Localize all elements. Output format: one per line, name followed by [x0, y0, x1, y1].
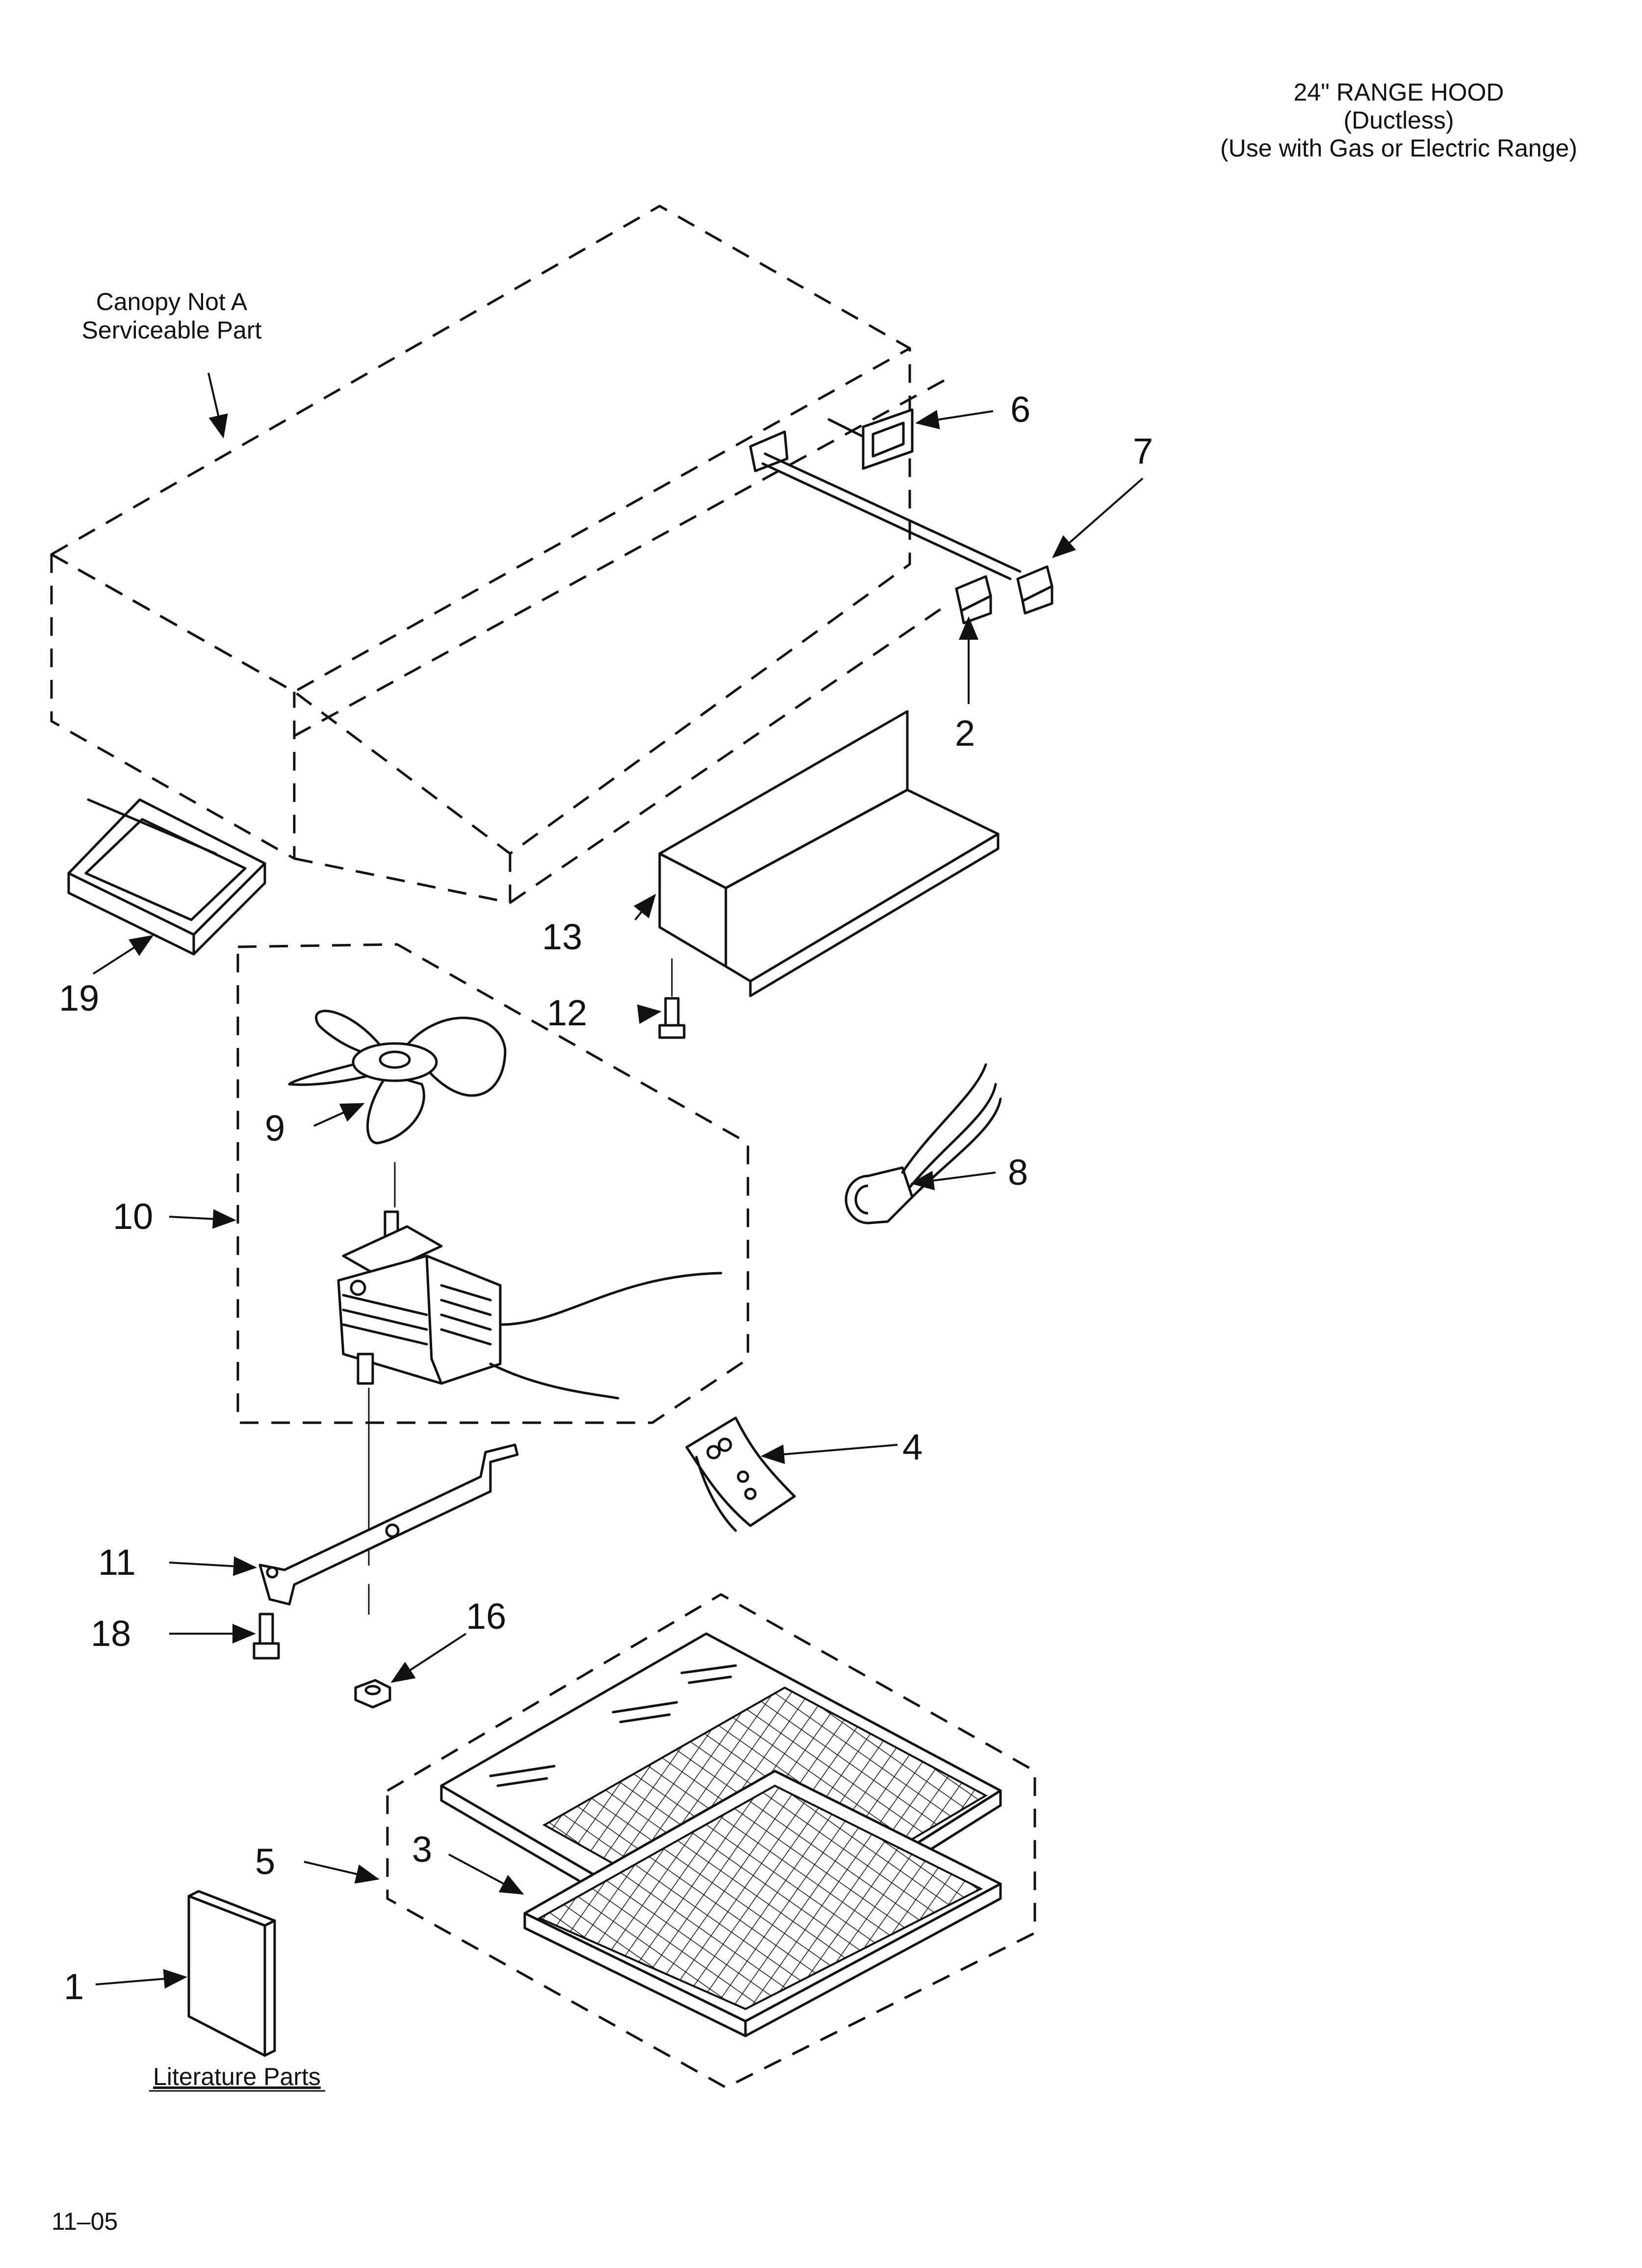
part-8-lamp-socket: [845, 1063, 1002, 1225]
fan-motor: [337, 1210, 722, 1566]
callout-8: 8: [1008, 1152, 1028, 1193]
part-13-baffle: [658, 710, 1000, 997]
callout-19: 19: [59, 978, 99, 1018]
callout-16: 16: [466, 1596, 506, 1637]
part-10-motor-assembly-outline: [236, 943, 749, 1424]
part-18-screw: [253, 1613, 280, 1660]
callout-5: 5: [255, 1841, 275, 1882]
part-11-bracket: [258, 1443, 519, 1615]
callout-13: 13: [542, 916, 582, 957]
part-4-bracket: [685, 1416, 796, 1532]
leader-lines: [92, 410, 1144, 1989]
callout-7: 7: [1133, 431, 1153, 471]
canopy-leader: [207, 372, 228, 439]
part-1-literature: [187, 1890, 276, 2057]
part-7-switch: [1016, 565, 1053, 615]
canopy-note-line2: Serviceable Part: [82, 316, 262, 344]
part-2-switch: [955, 575, 992, 625]
literature-parts-label: Literature Parts: [153, 2063, 321, 2090]
callout-12: 12: [547, 992, 587, 1033]
callout-11: 11: [98, 1542, 136, 1583]
canopy-note-line1: Canopy Not A: [96, 288, 248, 315]
part-5-filter-assembly-outline: [386, 1593, 1036, 2089]
part-16-nut: [354, 1679, 391, 1709]
part-12-screw: [658, 958, 686, 1039]
callout-10: 10: [113, 1196, 153, 1237]
switch-bar: [749, 430, 1022, 580]
canopy-outline: [50, 205, 950, 904]
callout-4: 4: [902, 1427, 923, 1467]
callout-18: 18: [91, 1613, 131, 1654]
callout-1: 1: [64, 1966, 84, 2007]
callout-6: 6: [1010, 389, 1030, 430]
callout-2: 2: [955, 713, 975, 754]
part-6-bezel: [827, 408, 914, 470]
callout-3: 3: [412, 1829, 432, 1870]
header-usage-note: (Use with Gas or Electric Range): [1220, 134, 1577, 162]
header-subtitle: (Ductless): [1343, 106, 1454, 134]
part-9-fan-blade: [288, 1010, 507, 1208]
callout-9: 9: [265, 1108, 285, 1148]
header-title: 24" RANGE HOOD: [1294, 78, 1504, 106]
part-19-duct: [67, 798, 266, 956]
part-3-filter-bottom: [523, 1770, 1002, 2037]
footer-code: 11–05: [51, 2208, 118, 2235]
